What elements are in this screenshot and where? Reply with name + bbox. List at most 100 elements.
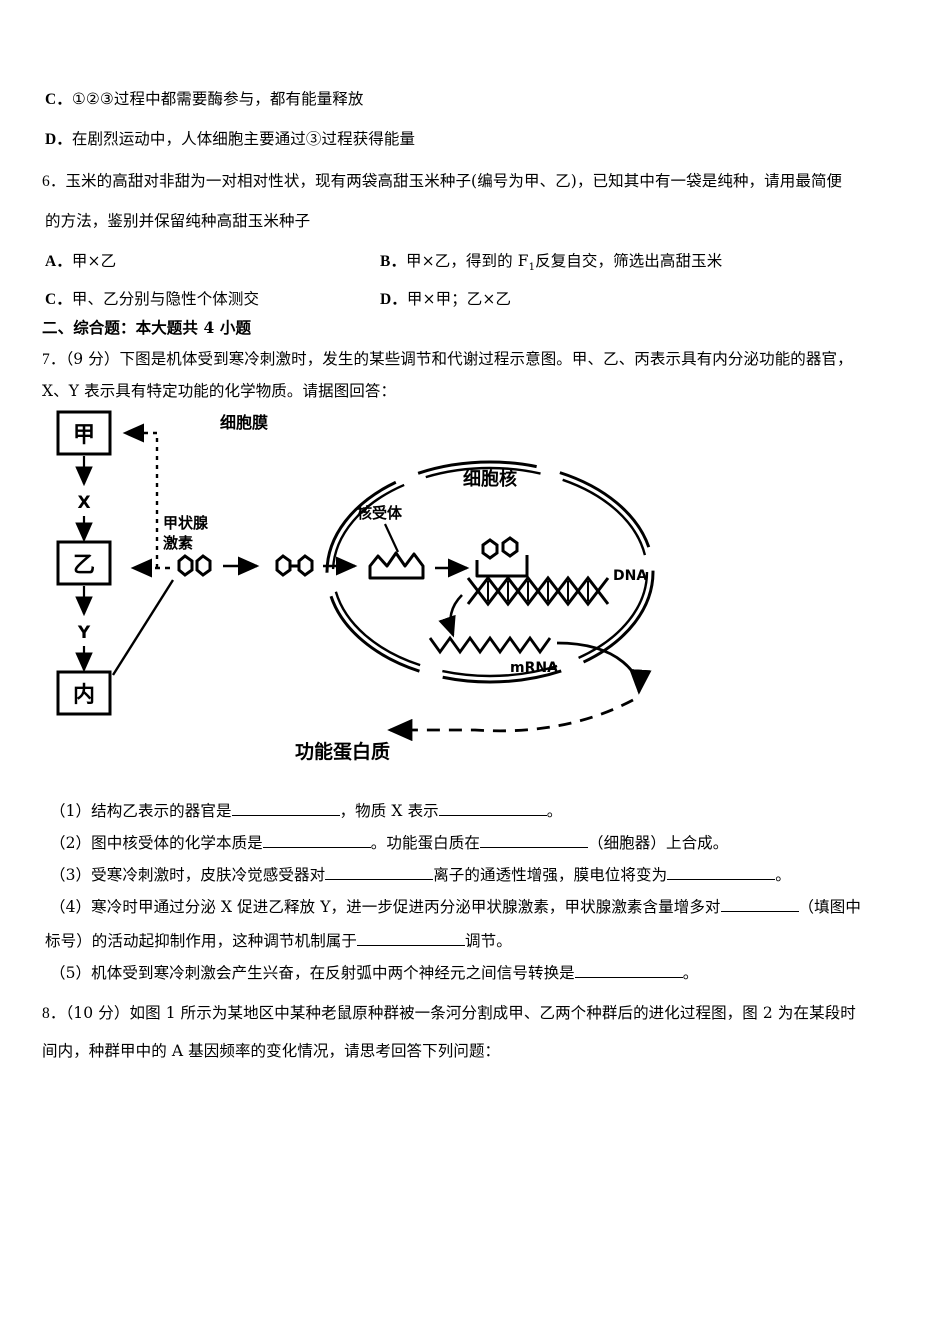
option-letter: A． <box>45 253 72 270</box>
answer-blank[interactable] <box>357 945 466 946</box>
question-6-option-b: B．甲×乙，得到的 F1反复自交，筛选出高甜玉米 <box>380 250 722 275</box>
question-7-stem-line2: X、Y 表示具有特定功能的化学物质。请据图回答： <box>42 380 396 403</box>
hormone-regulation-diagram: 甲 乙 内 X Y 甲状腺 激素 <box>45 400 685 770</box>
sub-question-4-line2: 标号）的活动起抑制作用，这种调节机制属于调节。 <box>45 930 512 953</box>
choice-d-q5: D．在剧烈运动中，人体细胞主要通过③过程获得能量 <box>45 128 415 151</box>
question-7-stem-line1: 7．（9 分）下图是机体受到寒冷刺激时，发生的某些调节和代谢过程示意图。甲、乙、… <box>42 348 853 371</box>
question-stem-text: 间内，种群甲中的 A 基因频率的变化情况，请思考回答下列问题： <box>42 1042 501 1060</box>
arrow-transcription <box>438 594 463 638</box>
box-bing: 内 <box>56 670 112 716</box>
sub-question-text: 。 <box>546 802 563 820</box>
label-cell-membrane: 细胞膜 <box>220 413 268 432</box>
label-nuclear-receptor: 核受体 <box>357 504 403 522</box>
choice-text: 在剧烈运动中，人体细胞主要通过③过程获得能量 <box>71 130 416 148</box>
nucleus-envelope <box>325 460 655 684</box>
question-number: 7． <box>42 351 66 368</box>
question-number: 6． <box>42 173 66 190</box>
arrow-mrna-export <box>556 641 652 695</box>
question-6-option-c: C．甲、乙分别与隐性个体测交 <box>45 288 259 311</box>
box-yi-label: 乙 <box>73 553 95 578</box>
answer-blank[interactable] <box>438 815 547 816</box>
question-8-stem-line1: 8．（10 分）如图 1 所示为某地区中某种老鼠原种群被一条河分割成甲、乙两个种… <box>42 1002 856 1025</box>
label-functional-protein: 功能蛋白质 <box>295 740 390 763</box>
pointer-nuclear-receptor <box>384 523 399 553</box>
sub-question-text: 。功能蛋白质在 <box>370 834 480 852</box>
question-stem-text: X、Y 表示具有特定功能的化学物质。请据图回答： <box>42 382 397 400</box>
section-header: 二、综合题：本大题共 4 小题 <box>42 318 252 337</box>
sub-question-text: 结构乙表示的器官是 <box>91 802 232 820</box>
sub-question-4-line1: （4）寒冷时甲通过分泌 X 促进乙释放 Y，进一步促进丙分泌甲状腺激素，甲状腺激… <box>50 896 861 919</box>
question-stem-text: 玉米的高甜对非甜为一对相对性状，现有两袋高甜玉米种子(编号为甲、乙)，已知其中有… <box>65 172 843 190</box>
sub-question-text: （细胞器）上合成。 <box>587 834 729 852</box>
mrna-strand <box>428 635 552 655</box>
sub-question-text: 机体受到寒冷刺激会产生兴奋，在反射弧中两个神经元之间信号转换是 <box>91 964 575 982</box>
question-stem-text: 的方法，鉴别并保留纯种高甜玉米种子 <box>45 212 311 230</box>
answer-blank[interactable] <box>667 879 776 880</box>
option-letter: B． <box>380 253 407 270</box>
option-subscript: 1 <box>528 262 536 274</box>
sub-question-5: （5）机体受到寒冷刺激会产生兴奋，在反射弧中两个神经元之间信号转换是 。 <box>50 962 698 985</box>
hormone-molecule-1 <box>177 554 212 577</box>
answer-blank[interactable] <box>720 911 799 912</box>
label-y: Y <box>77 623 91 643</box>
answer-blank[interactable] <box>574 977 683 978</box>
question-stem-text: 下图是机体受到寒冷刺激时，发生的某些调节和代谢过程示意图。甲、乙、丙表示具有内分… <box>119 350 853 368</box>
label-thyroid-hormone-line1: 甲状腺 <box>163 514 209 532</box>
dna-helix <box>466 575 610 607</box>
box-jia-label: 甲 <box>73 423 95 448</box>
sub-question-text: 标号）的活动起抑制作用，这种调节机制属于 <box>45 932 358 950</box>
question-6-stem-line2: 的方法，鉴别并保留纯种高甜玉米种子 <box>45 210 310 233</box>
answer-blank[interactable] <box>479 847 588 848</box>
option-letter: D． <box>380 291 407 308</box>
question-6-option-d: D．甲×甲；乙×乙 <box>380 288 511 311</box>
feedback-to-jia <box>122 423 159 568</box>
answer-blank[interactable] <box>262 847 371 848</box>
sub-question-2: （2）图中核受体的化学本质是 。功能蛋白质在 （细胞器）上合成。 <box>50 832 728 855</box>
option-text: 甲×乙 <box>71 252 117 270</box>
option-text: 甲×甲；乙×乙 <box>406 290 512 308</box>
sub-question-text: （填图中 <box>798 898 861 916</box>
box-jia: 甲 <box>56 410 112 456</box>
choice-letter: D． <box>45 131 72 148</box>
sub-question-label: （5） <box>50 964 92 982</box>
sub-question-label: （2） <box>50 834 92 852</box>
label-nucleus: 细胞核 <box>463 468 517 490</box>
question-score: （9 分） <box>65 350 120 368</box>
question-6-stem-line1: 6．玉米的高甜对非甜为一对相对性状，现有两袋高甜玉米种子(编号为甲、乙)，已知其… <box>42 170 842 193</box>
sub-question-1: （1）结构乙表示的器官是，物质 X 表示。 <box>50 800 562 823</box>
question-number: 8． <box>42 1005 66 1022</box>
hormone-receptor-complex <box>475 536 529 578</box>
diagram-svg: 甲 乙 内 X Y 甲状腺 激素 <box>56 410 655 763</box>
hormone-molecule-2 <box>275 554 314 577</box>
question-stem-text: 如图 1 所示为某地区中某种老鼠原种群被一条河分割成甲、乙两个种群后的进化过程图… <box>129 1004 856 1022</box>
box-bing-label: 内 <box>73 683 95 708</box>
question-6-option-a: A．甲×乙 <box>45 250 116 273</box>
option-text: 甲、乙分别与隐性个体测交 <box>71 290 260 308</box>
sub-question-label: （4） <box>50 898 92 916</box>
label-x: X <box>77 493 90 513</box>
sub-question-text: 。 <box>682 964 699 982</box>
sub-question-3: （3）受寒冷刺激时，皮肤冷觉感受器对离子的通透性增强，膜电位将变为。 <box>50 864 791 887</box>
line-bing-to-hormone <box>111 579 175 676</box>
arrow-to-functional-protein <box>387 698 634 742</box>
choice-c-q5: C．①②③过程中都需要酶参与，都有能量释放 <box>45 88 364 111</box>
question-score: （10 分） <box>65 1004 130 1022</box>
box-yi: 乙 <box>56 540 112 586</box>
choice-letter: C． <box>45 91 72 108</box>
option-text-after: 反复自交，筛选出高甜玉米 <box>535 252 723 270</box>
option-text-before: 甲×乙，得到的 F <box>406 252 529 270</box>
sub-question-text: 图中核受体的化学本质是 <box>91 834 263 852</box>
label-mrna: mRNA <box>510 660 558 676</box>
option-letter: C． <box>45 291 72 308</box>
choice-text: ①②③过程中都需要酶参与，都有能量释放 <box>71 90 364 108</box>
label-dna: DNA <box>613 568 647 584</box>
sub-question-label: （3） <box>50 866 92 884</box>
sub-question-label: （1） <box>50 802 92 820</box>
answer-blank[interactable] <box>231 815 340 816</box>
sub-question-text: 寒冷时甲通过分泌 X 促进乙释放 Y，进一步促进丙分泌甲状腺激素，甲状腺激素含量… <box>91 898 721 916</box>
label-thyroid-hormone-line2: 激素 <box>163 534 193 552</box>
sub-question-text: 离子的通透性增强，膜电位将变为 <box>433 866 668 884</box>
sub-question-text: 受寒冷刺激时，皮肤冷觉感受器对 <box>91 866 326 884</box>
answer-blank[interactable] <box>325 879 434 880</box>
